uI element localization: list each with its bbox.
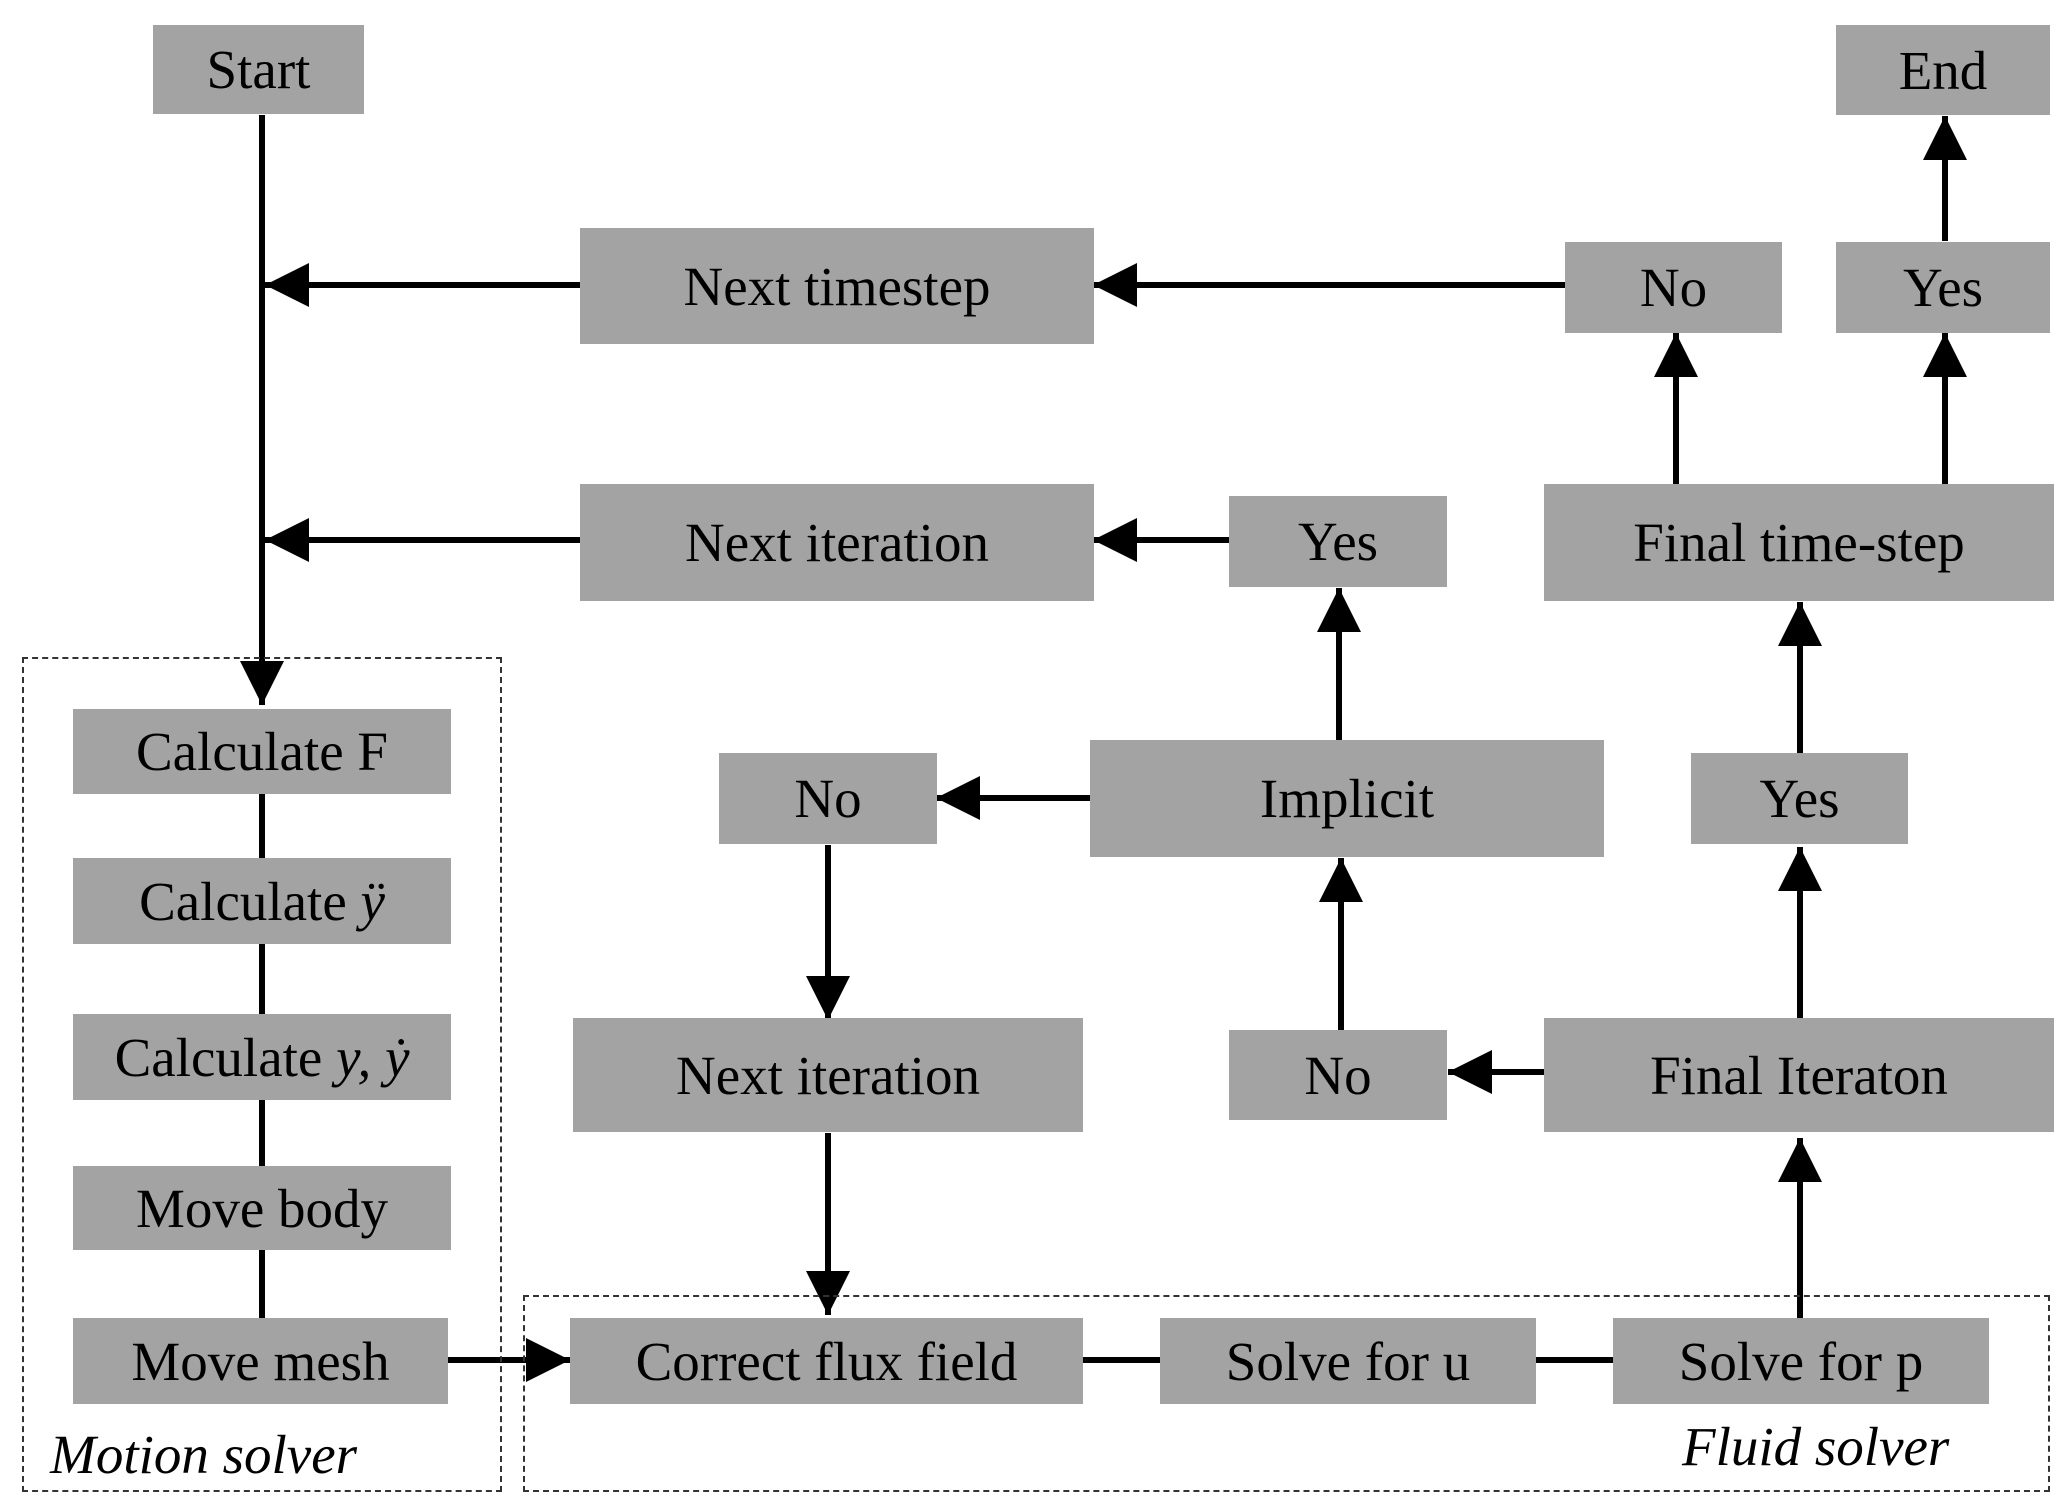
position-velocity-symbol: y, ẏ bbox=[336, 1026, 410, 1088]
solve-for-p-node: Solve for p bbox=[1613, 1318, 1989, 1404]
start-label: Start bbox=[206, 39, 311, 100]
next-iteration-bottom-node: Next iteration bbox=[573, 1018, 1083, 1132]
motion-solver-region bbox=[22, 657, 502, 1492]
calculate-acceleration-text: Calculate ÿ bbox=[139, 874, 385, 929]
next-iteration-bottom-label: Next iteration bbox=[676, 1044, 980, 1106]
final-iteration-node: Final Iteraton bbox=[1544, 1018, 2054, 1132]
solve-for-u-node: Solve for u bbox=[1160, 1318, 1536, 1404]
next-iteration-top-node: Next iteration bbox=[580, 484, 1094, 601]
no-bottom-node: No bbox=[1229, 1030, 1447, 1120]
no-top-node: No bbox=[1565, 242, 1782, 333]
calculate-acceleration-node: Calculate ÿ bbox=[73, 858, 451, 944]
solve-for-p-label: Solve for p bbox=[1678, 1330, 1924, 1392]
next-iteration-top-label: Next iteration bbox=[685, 512, 989, 573]
move-mesh-node: Move mesh bbox=[73, 1318, 448, 1404]
yes-mid-node: Yes bbox=[1229, 496, 1447, 587]
no-left-label: No bbox=[794, 768, 862, 829]
calculate-position-node: Calculate y, ẏ bbox=[73, 1014, 451, 1100]
final-time-step-node: Final time-step bbox=[1544, 484, 2054, 601]
calculate-f-label: Calculate F bbox=[135, 721, 388, 782]
solve-for-u-label: Solve for u bbox=[1225, 1330, 1471, 1392]
yes-right-label: Yes bbox=[1759, 768, 1840, 829]
final-time-step-label: Final time-step bbox=[1633, 512, 1965, 573]
end-node: End bbox=[1836, 25, 2050, 115]
yes-mid-label: Yes bbox=[1297, 511, 1379, 572]
no-left-node: No bbox=[719, 753, 937, 844]
next-timestep-node: Next timestep bbox=[580, 228, 1094, 344]
start-node: Start bbox=[153, 25, 364, 114]
final-iteration-label: Final Iteraton bbox=[1650, 1044, 1948, 1106]
correct-flux-field-node: Correct flux field bbox=[570, 1318, 1083, 1404]
calculate-position-prefix: Calculate bbox=[114, 1026, 337, 1088]
yes-top-label: Yes bbox=[1902, 257, 1984, 318]
implicit-label: Implicit bbox=[1259, 768, 1435, 829]
yes-right-node: Yes bbox=[1691, 753, 1908, 844]
next-timestep-label: Next timestep bbox=[683, 255, 991, 317]
calculate-f-node: Calculate F bbox=[73, 709, 451, 794]
no-top-label: No bbox=[1639, 257, 1708, 318]
fluid-solver-label: Fluid solver bbox=[1682, 1416, 1950, 1477]
no-bottom-label: No bbox=[1304, 1044, 1372, 1106]
end-label: End bbox=[1898, 39, 1988, 101]
acceleration-symbol: ÿ bbox=[360, 870, 385, 932]
yes-top-node: Yes bbox=[1836, 242, 2050, 333]
calculate-position-text: Calculate y, ẏ bbox=[115, 1030, 410, 1085]
motion-solver-label: Motion solver bbox=[50, 1424, 358, 1485]
correct-flux-field-label: Correct flux field bbox=[635, 1330, 1018, 1392]
implicit-node: Implicit bbox=[1090, 740, 1604, 857]
move-body-label: Move body bbox=[135, 1177, 389, 1239]
move-body-node: Move body bbox=[73, 1166, 451, 1250]
move-mesh-label: Move mesh bbox=[131, 1330, 390, 1392]
calculate-acceleration-prefix: Calculate bbox=[139, 870, 361, 932]
fluid-solver-region bbox=[523, 1295, 2050, 1492]
